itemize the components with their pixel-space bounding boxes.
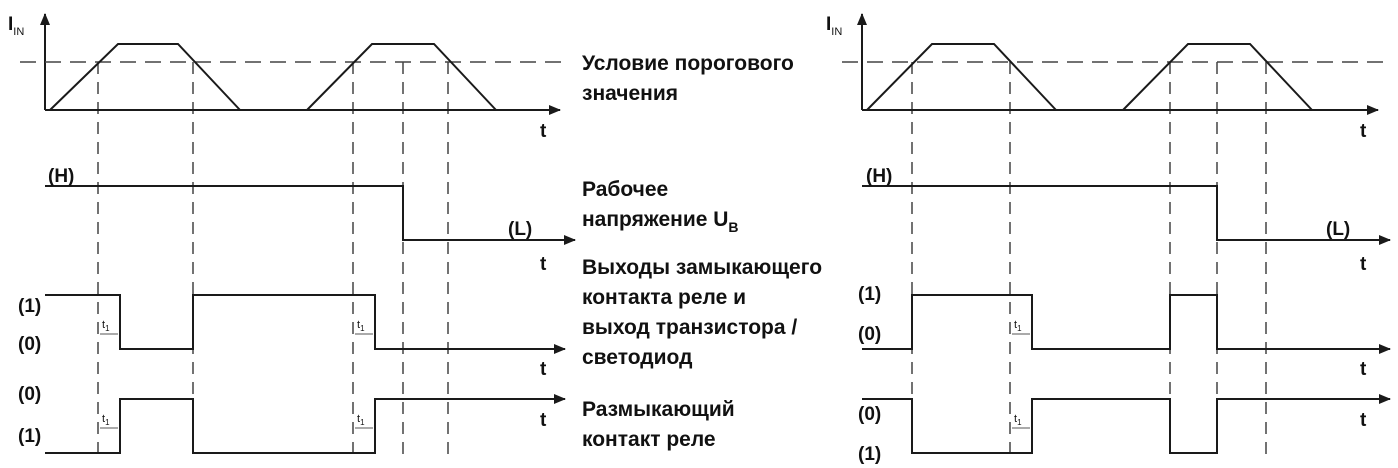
right-delay-label: t1: [1014, 319, 1022, 333]
left-time-label: t: [540, 359, 547, 380]
right-level-zero-label: (0): [858, 404, 881, 425]
right-level-zero-label: (0): [858, 324, 881, 345]
left-time-label: t: [540, 121, 547, 142]
left-no-contact-signal: [45, 294, 566, 354]
left-timing-panel: IIN t (H) (L) t (1) (0) t1 t1 t (0) (1) …: [8, 13, 576, 455]
voltage-label: Рабочее: [582, 178, 668, 201]
right-current-pulse: [1122, 43, 1313, 111]
left-delay-label: t1: [102, 319, 110, 333]
nc-contact-label: Размыкающий: [582, 398, 735, 421]
right-time-label: t: [1360, 254, 1367, 275]
right-delay-label: t1: [1014, 413, 1022, 427]
right-time-label: t: [1360, 121, 1367, 142]
right-time-label: t: [1360, 359, 1367, 380]
right-level-one-label: (1): [858, 444, 881, 465]
left-level-zero-label: (0): [18, 334, 41, 355]
right-nc-contact-signal: [862, 394, 1391, 454]
left-voltage-signal: [45, 185, 576, 245]
voltage-label: напряжение UB: [582, 208, 739, 235]
left-level-one-label: (1): [18, 296, 41, 317]
left-nc-contact-signal: [45, 394, 566, 454]
left-current-pulse: [49, 43, 241, 111]
signal-descriptions: Условие порогового значения Рабочее напр…: [582, 52, 822, 451]
left-delay-label: t1: [102, 413, 110, 427]
right-current-axis-label: IIN: [826, 14, 842, 38]
nc-contact-label: контакт реле: [582, 428, 716, 451]
right-no-contact-signal: [862, 294, 1391, 354]
right-low-label: (L): [1326, 219, 1350, 240]
right-voltage-signal: [862, 185, 1391, 245]
right-level-one-label: (1): [858, 284, 881, 305]
left-high-label: (H): [48, 166, 74, 187]
right-high-label: (H): [866, 166, 892, 187]
left-low-label: (L): [508, 219, 532, 240]
threshold-label: значения: [582, 82, 678, 105]
left-delay-label: t1: [357, 319, 365, 333]
left-level-zero-label: (0): [18, 384, 41, 405]
left-time-label: t: [540, 410, 547, 431]
no-contact-label: Выходы замыкающего: [582, 256, 822, 279]
left-current-pulse: [306, 43, 497, 111]
no-contact-label: контакта реле и: [582, 286, 746, 309]
right-time-label: t: [1360, 410, 1367, 431]
right-current-pulse: [866, 43, 1057, 111]
left-time-label: t: [540, 254, 547, 275]
left-level-one-label: (1): [18, 426, 41, 447]
no-contact-label: выход транзистора /: [582, 316, 797, 339]
threshold-label: Условие порогового: [582, 52, 794, 75]
left-current-axis-label: IIN: [8, 14, 24, 38]
right-timing-panel: IIN t (H) (L) t (1) (0) t1 t (0) (1) t1 …: [826, 13, 1391, 465]
no-contact-label: светодиод: [582, 346, 692, 369]
left-delay-label: t1: [357, 413, 365, 427]
